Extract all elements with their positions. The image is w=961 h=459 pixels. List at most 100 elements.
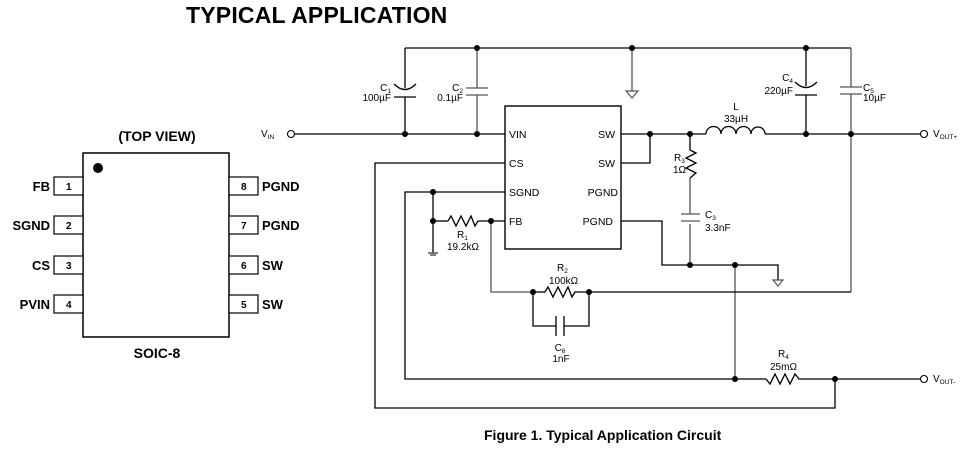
- junction-dot: [687, 131, 693, 137]
- terminal-circle-icon: [286, 129, 296, 139]
- inductor-ref: L: [733, 102, 739, 113]
- pin-pad: [53, 215, 84, 235]
- r1-ref: R1: [457, 230, 468, 242]
- section-title: TYPICAL APPLICATION: [186, 2, 448, 28]
- pin-number: 4: [66, 300, 72, 311]
- ic-pin-cs: CS: [509, 158, 524, 170]
- pin-name: PGND: [262, 179, 300, 194]
- ground-icon: [428, 252, 438, 256]
- c3-ref: C3: [705, 210, 716, 222]
- wire-c6-left: [532, 292, 556, 327]
- capacitor-c5: C5 10µF: [840, 83, 886, 104]
- vout-neg-label: VOUT-: [933, 374, 955, 386]
- resistor-r1: R1 19.2kΩ: [447, 214, 479, 253]
- ic-pin-pgnd-b: PGND: [583, 216, 614, 228]
- package-pin-6: 6 SW: [228, 255, 284, 275]
- pin-number: 5: [241, 300, 247, 311]
- pin-number: 3: [66, 261, 72, 272]
- package-pin-5: 5 SW: [228, 294, 284, 314]
- figure-caption: Figure 1. Typical Application Circuit: [484, 427, 722, 443]
- pin-number: 2: [66, 221, 72, 232]
- junction-dot: [586, 289, 592, 295]
- junction-dot: [803, 45, 809, 51]
- junction-dot: [848, 131, 854, 137]
- pin-number: 8: [241, 182, 247, 193]
- terminal-vin: VIN: [261, 129, 296, 141]
- c4-value: 220µF: [764, 86, 793, 97]
- pin-pad: [53, 176, 84, 196]
- ic-pin-sgnd: SGND: [509, 187, 540, 199]
- c1-value: 100µF: [362, 93, 391, 104]
- junction-dot: [402, 131, 408, 137]
- junction-dot: [430, 189, 436, 195]
- r3-ref: R3: [674, 153, 685, 165]
- junction-dot: [430, 218, 436, 224]
- r1-value: 19.2kΩ: [447, 242, 479, 253]
- pin-pad: [228, 255, 259, 275]
- capacitor-c3: C3 3.3nF: [681, 210, 731, 234]
- junction-dot: [687, 262, 693, 268]
- junctions: [402, 45, 854, 382]
- pin-name: SW: [262, 297, 284, 312]
- capacitor-c6: C6 1nF: [552, 316, 570, 365]
- r4-ref: R4: [778, 349, 789, 361]
- wire-fb-to-r2: [490, 221, 533, 293]
- package-name: SOIC-8: [134, 345, 181, 361]
- junction-dot: [474, 45, 480, 51]
- package-pin-4: 4 PVIN: [20, 294, 84, 314]
- capacitor-c2: C2 0.1µF: [437, 83, 488, 104]
- wire-sw-b: [621, 134, 651, 164]
- ic-pin-fb: FB: [509, 216, 522, 228]
- c2-value: 0.1µF: [437, 93, 463, 104]
- resistor-r4: R4 25mΩ: [765, 349, 802, 386]
- ic-block: [504, 105, 622, 250]
- ground-icon: [771, 279, 785, 287]
- package-pinout: (TOP VIEW) SOIC-8 1 FB 2 SGND 3 CS 4 PVI…: [12, 128, 299, 361]
- junction-dot: [629, 45, 635, 51]
- pin-name: CS: [32, 258, 50, 273]
- application-schematic: VIN CS SGND FB SW SW PGND PGND: [261, 45, 957, 409]
- c5-value: 10µF: [863, 93, 886, 104]
- ic-pin-sw-b: SW: [598, 158, 615, 170]
- junction-dot: [832, 376, 838, 382]
- c6-value: 1nF: [552, 354, 569, 365]
- c6-ref: C6: [555, 343, 566, 355]
- pin-name: FB: [33, 179, 50, 194]
- c2-ref: C2: [452, 83, 463, 95]
- ic-pin-vin: VIN: [509, 129, 527, 141]
- pin-pad: [228, 294, 259, 314]
- c4-ref: C4: [782, 73, 793, 85]
- junction-dot: [732, 376, 738, 382]
- package-pin-7: 7 PGND: [228, 215, 300, 235]
- c5-ref: C5: [863, 83, 874, 95]
- wire-cs-sense: [374, 162, 836, 409]
- top-view-label: (TOP VIEW): [118, 128, 195, 144]
- junction-dot: [803, 131, 809, 137]
- capacitor-c4: C4 220µF: [764, 73, 818, 97]
- junction-dot: [732, 262, 738, 268]
- wire-c6-right: [564, 292, 590, 327]
- resistor-r3: R3 1Ω: [673, 149, 698, 179]
- r2-ref: R2: [557, 263, 568, 275]
- pin-pad: [228, 215, 259, 235]
- r3-value: 1Ω: [673, 165, 687, 176]
- c3-value: 3.3nF: [705, 223, 731, 234]
- terminal-vout-pos: VOUT+: [919, 129, 957, 141]
- pin-name: PVIN: [20, 297, 50, 312]
- pin-number: 7: [241, 221, 247, 232]
- pin-number: 1: [66, 182, 72, 193]
- pin-pad: [53, 255, 84, 275]
- resistor-r2: R2 100kΩ: [533, 263, 589, 299]
- wire-pgnd: [621, 220, 779, 280]
- ic-pin-sw-a: SW: [598, 129, 615, 141]
- inductor-value: 33µH: [724, 114, 748, 125]
- pin-pad: [53, 294, 84, 314]
- ground-icon: [624, 90, 640, 99]
- junction-dot: [647, 131, 653, 137]
- package-body: [82, 152, 230, 338]
- terminal-circle-icon: [919, 129, 929, 139]
- junction-dot: [530, 289, 536, 295]
- r4-value: 25mΩ: [770, 362, 797, 373]
- junction-dot: [474, 131, 480, 137]
